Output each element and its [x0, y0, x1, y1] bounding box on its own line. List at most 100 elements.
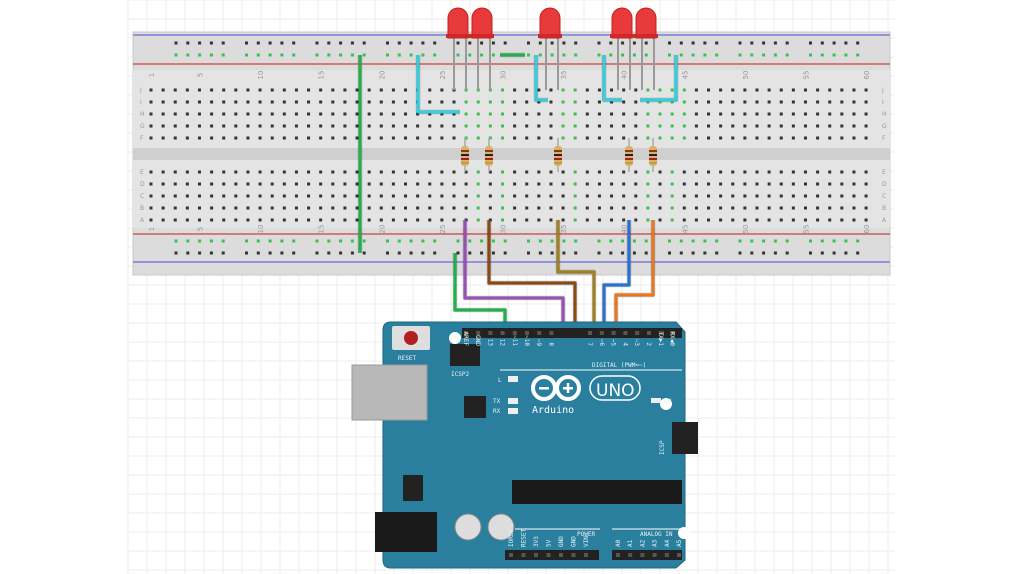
rail-hole	[679, 239, 683, 243]
breadboard-hole	[549, 206, 553, 210]
digital-pin[interactable]	[488, 331, 493, 335]
breadboard-hole	[743, 88, 747, 92]
breadboard-hole	[488, 194, 492, 198]
brown-wire[interactable]	[487, 220, 577, 337]
led[interactable]	[610, 7, 634, 90]
column-label: 60	[863, 225, 871, 234]
breadboard-hole	[549, 112, 553, 116]
digital-pin[interactable]	[588, 331, 592, 335]
breadboard-hole	[379, 112, 383, 116]
analog-pin[interactable]	[677, 553, 681, 557]
rail-hole	[350, 251, 354, 255]
analog-pin[interactable]	[652, 553, 657, 557]
digital-pin[interactable]	[525, 331, 529, 335]
orange-wire[interactable]	[614, 220, 655, 337]
breadboard-hole	[610, 136, 614, 140]
digital-pin[interactable]	[670, 331, 675, 335]
digital-pin[interactable]	[500, 331, 505, 335]
blue-wire[interactable]	[602, 220, 631, 337]
breadboard-hole	[173, 218, 177, 222]
rail-hole	[456, 41, 460, 45]
breadboard-hole	[610, 100, 614, 104]
power-pin-label: GND	[571, 536, 578, 547]
power-pin[interactable]	[559, 553, 563, 557]
breadboard-hole	[622, 206, 626, 210]
breadboard-hole	[488, 170, 492, 174]
analog-pin[interactable]	[628, 553, 633, 557]
digital-pin[interactable]	[599, 331, 604, 335]
cyan-wire[interactable]	[640, 55, 678, 102]
breadboard-hole	[452, 136, 456, 140]
rail-hole	[174, 41, 178, 45]
breadboard-hole	[694, 182, 698, 186]
power-pin[interactable]	[534, 553, 538, 557]
breadboard-hole	[731, 194, 735, 198]
power-pin[interactable]	[546, 553, 551, 557]
breadboard-hole	[197, 136, 201, 140]
digital-pin-label: ~5	[610, 339, 617, 347]
breadboard-hole	[500, 170, 504, 174]
components	[446, 7, 658, 172]
breadboard-hole	[185, 218, 189, 222]
digital-pin[interactable]	[464, 331, 468, 335]
rail-hole	[397, 41, 401, 45]
digital-pin[interactable]	[635, 331, 640, 335]
resistor[interactable]	[649, 138, 657, 172]
breadboard-hole	[149, 194, 153, 198]
breadboard-hole	[828, 206, 832, 210]
led[interactable]	[538, 7, 562, 90]
power-pin[interactable]	[584, 553, 588, 557]
digital-pin[interactable]	[476, 331, 481, 335]
cyan-wire[interactable]	[416, 55, 460, 114]
resistor[interactable]	[485, 138, 493, 172]
led[interactable]	[470, 7, 494, 90]
digital-pin[interactable]	[537, 331, 542, 335]
power-pin[interactable]	[571, 553, 576, 557]
rail-hole	[268, 53, 272, 57]
breadboard-hole	[161, 88, 165, 92]
breadboard-hole	[149, 124, 153, 128]
row-label: B	[140, 205, 144, 212]
purple-wire[interactable]	[463, 220, 565, 337]
resistor[interactable]	[554, 138, 562, 172]
breadboard-hole	[864, 206, 868, 210]
digital-pin[interactable]	[623, 331, 628, 335]
column-label: 20	[378, 71, 386, 80]
rail-hole	[503, 239, 507, 243]
analog-pin[interactable]	[640, 553, 645, 557]
power-pin[interactable]	[521, 553, 526, 557]
led[interactable]	[634, 7, 658, 90]
resistor[interactable]	[461, 138, 469, 172]
column-label: 20	[378, 225, 386, 234]
digital-pin[interactable]	[512, 331, 517, 335]
breadboard-hole	[597, 170, 601, 174]
resistor[interactable]	[625, 138, 633, 172]
digital-pin[interactable]	[611, 331, 616, 335]
breadboard-hole	[719, 218, 723, 222]
led[interactable]	[446, 7, 470, 90]
power-pin-label: IOREF	[508, 529, 515, 547]
breadboard-hole	[525, 194, 529, 198]
breadboard-hole	[852, 136, 856, 140]
column-label: 5	[196, 73, 204, 77]
breadboard-hole	[561, 124, 565, 128]
cyan-wire[interactable]	[602, 55, 622, 102]
rail-hole	[597, 239, 601, 243]
digital-pin[interactable]	[647, 331, 651, 335]
olive-wire[interactable]	[556, 220, 596, 337]
breadboard-hole	[840, 136, 844, 140]
digital-pin[interactable]	[658, 331, 663, 335]
breadboard-hole	[622, 218, 626, 222]
power-pin[interactable]	[509, 553, 513, 557]
breadboard-hole	[500, 124, 504, 128]
row-label: F	[140, 135, 144, 142]
breadboard-hole	[367, 100, 371, 104]
breadboard-hole	[634, 206, 638, 210]
cyan-wire[interactable]	[534, 55, 548, 102]
digital-pin[interactable]	[549, 331, 554, 335]
l-led-label: L	[498, 377, 502, 384]
breadboard-hole	[270, 218, 274, 222]
analog-pin[interactable]	[616, 553, 620, 557]
analog-pin[interactable]	[664, 553, 669, 557]
rail-hole	[574, 53, 578, 57]
